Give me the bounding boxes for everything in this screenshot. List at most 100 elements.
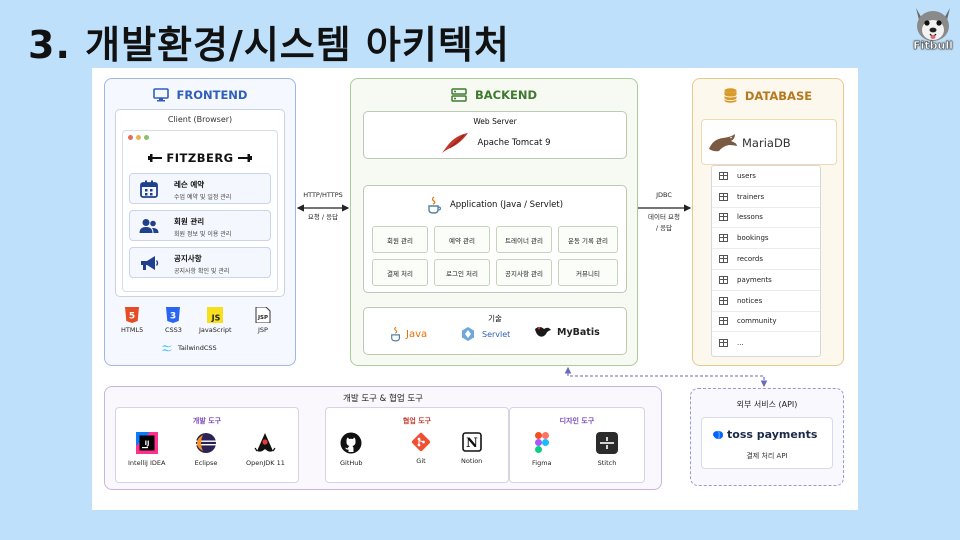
- http-desc-label: 요청 / 응답: [307, 213, 339, 221]
- svg-text:JSP: JSP: [257, 315, 268, 321]
- backend-header: BACKEND: [351, 88, 637, 102]
- tech-servlet: Servlet: [460, 326, 510, 342]
- backend-title: BACKEND: [474, 88, 538, 102]
- architecture-diagram: FRONTEND Client (Browser) FITZBERG: [92, 68, 858, 510]
- table-item: ...: [712, 332, 820, 353]
- web-server-box: Web Server Apache Tomcat 9: [363, 111, 627, 159]
- tool-git: Git: [411, 432, 431, 465]
- feature-desc: 공지사항 확인 및 관리: [174, 268, 230, 275]
- tool-intellij: IJ IntelliJ IDEA: [128, 432, 165, 467]
- feature-title: 회원 관리: [174, 217, 205, 226]
- tool-eclipse: Eclipse: [194, 432, 218, 467]
- module-payment: 결제 처리: [372, 259, 428, 286]
- tool-label: GitHub: [340, 459, 363, 467]
- tool-group-dev: 개발 도구 IJ IntelliJ IDEA Eclips: [115, 407, 299, 483]
- tool-label: Stitch: [597, 459, 617, 467]
- module-notice-management: 공지사항 관리: [496, 259, 552, 286]
- tech-javascript: JS JavaScript: [199, 307, 232, 334]
- table-icon: [719, 213, 728, 222]
- table-icon: [719, 192, 728, 201]
- figma-icon: [534, 432, 549, 453]
- svg-text:JS: JS: [211, 314, 221, 323]
- toss-card: toss payments 결제 처리 API: [701, 417, 833, 469]
- tech-css3: 3 CSS3: [165, 307, 182, 334]
- database-title: DATABASE: [744, 88, 813, 103]
- client-title: Client (Browser): [167, 115, 233, 124]
- module-exercise-records: 운동 기록 관리: [558, 226, 618, 253]
- table-name: ...: [737, 338, 744, 347]
- table-name: bookings: [737, 234, 769, 243]
- jsp-file-icon: JSP: [255, 307, 271, 323]
- table-name: lessons: [737, 213, 763, 222]
- module-booking-management: 예약 관리: [434, 226, 490, 253]
- tool-openjdk: OpenJDK 11: [246, 432, 285, 467]
- feature-desc: 회원 정보 및 이용 관리: [174, 231, 232, 238]
- tool-group-title: 개발 도구: [192, 417, 222, 425]
- dot-green: [144, 135, 149, 140]
- svg-text:3: 3: [170, 312, 176, 322]
- table-item: bookings: [712, 228, 820, 250]
- intellij-icon: IJ: [135, 432, 158, 454]
- tool-label: Eclipse: [194, 459, 218, 467]
- users-icon: [139, 219, 159, 233]
- tech-label: HTML5: [121, 326, 144, 334]
- tool-group-title: 협업 도구: [402, 417, 432, 425]
- toss-name: toss payments: [727, 428, 818, 441]
- fitbull-logo-icon: [906, 0, 960, 54]
- svg-text:N: N: [466, 436, 478, 451]
- table-name: records: [737, 255, 764, 264]
- app-header: Application (Java / Servlet): [364, 196, 626, 214]
- feature-title: 레슨 예약: [174, 180, 205, 189]
- tech-label: CSS3: [165, 326, 182, 334]
- database-panel: DATABASE MariaDB users trainers lessons …: [692, 78, 844, 366]
- mariadb-box: MariaDB: [693, 109, 843, 165]
- web-server-title: Web Server: [473, 117, 517, 126]
- table-name: trainers: [737, 192, 765, 201]
- tool-label: OpenJDK 11: [246, 459, 285, 467]
- tool-label: IntelliJ IDEA: [128, 459, 166, 467]
- tech-label: Servlet: [482, 329, 511, 339]
- mariadb-seal-icon: [709, 134, 737, 152]
- tool-group-collab: 협업 도구 GitHub Git N: [325, 407, 509, 483]
- stitch-icon: [596, 432, 618, 454]
- jdbc-desc-label-2: / 응답: [655, 224, 673, 232]
- module-member-management: 회원 관리: [372, 226, 428, 253]
- table-icon: [719, 317, 728, 326]
- feature-title: 공지사항: [174, 254, 202, 263]
- table-item: lessons: [712, 208, 820, 229]
- tech-label: MyBatis: [557, 326, 600, 338]
- tool-label: Notion: [461, 457, 483, 465]
- tech-label: JSP: [258, 326, 268, 334]
- brand-name: FITZBERG: [166, 151, 234, 165]
- github-icon: [340, 432, 362, 454]
- toss-logo: toss payments: [712, 428, 817, 441]
- tool-group-title: 디자인 도구: [559, 417, 595, 425]
- tool-label: Figma: [532, 459, 552, 467]
- feature-member-management: 회원 관리 회원 정보 및 이용 관리: [129, 210, 271, 241]
- html5-icon: 5: [125, 307, 140, 323]
- tool-notion: N Notion: [461, 432, 482, 465]
- eclipse-icon: [196, 433, 216, 453]
- tool-figma: Figma: [532, 432, 552, 467]
- module-trainer-management: 트레이너 관리: [496, 226, 552, 253]
- tech-jsp: JSP JSP: [255, 307, 271, 334]
- browser-window: FITZBERG 레슨 예약 수업 예약 및 일정 관리: [122, 130, 278, 292]
- database-icon: [723, 88, 737, 103]
- tool-label: Git: [416, 457, 426, 465]
- frontend-title: FRONTEND: [176, 88, 248, 102]
- servlet-icon: [462, 327, 474, 341]
- brand: FITZBERG: [123, 151, 277, 165]
- table-icon: [719, 234, 728, 243]
- megaphone-icon: [141, 256, 159, 270]
- jdbc-desc-label-1: 데이터 요청: [648, 213, 680, 221]
- tech-label: JavaScript: [199, 326, 232, 334]
- application-box: Application (Java / Servlet) 회원 관리 예약 관리…: [363, 185, 627, 293]
- tailwind-icon: [162, 345, 172, 352]
- external-service-panel: 외부 서비스 (API) toss payments 결제 처리 API: [690, 388, 844, 486]
- window-dots: [128, 135, 149, 140]
- git-icon: [411, 432, 431, 452]
- java-cup-icon: [428, 196, 441, 214]
- table-item: payments: [712, 270, 820, 291]
- table-icon: [719, 338, 728, 347]
- jdbc-protocol-label: JDBC: [656, 191, 672, 199]
